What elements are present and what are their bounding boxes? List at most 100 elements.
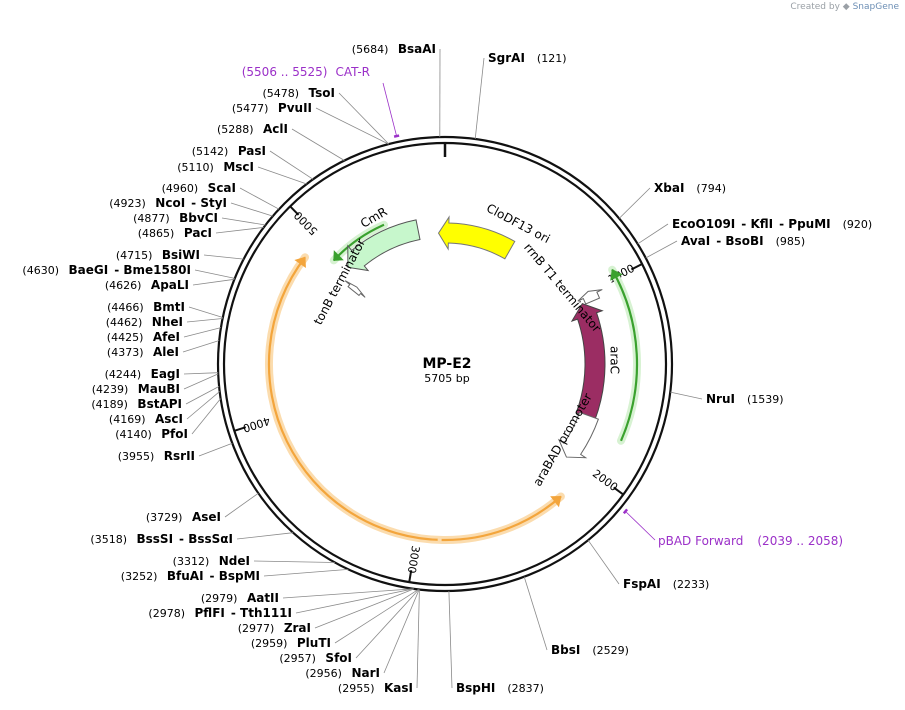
leader-line — [203, 254, 244, 260]
leader-line — [236, 532, 294, 540]
orange-cds-arc-head — [294, 256, 306, 268]
orange-cds-arc-glow — [265, 253, 448, 544]
site-label-ndei[interactable]: (3312) NdeI — [173, 554, 250, 568]
orange-cds-arc[interactable] — [267, 256, 444, 542]
snapgene-credit: Created by ◆ SnapGene — [790, 2, 899, 12]
site-label-pflfi[interactable]: (2978) PflFI- Tth111I — [148, 606, 292, 620]
leader-line — [295, 588, 414, 614]
site-label-rsrii[interactable]: (3955) RsrII — [118, 449, 195, 463]
leader-line — [230, 202, 273, 217]
site-label-apali[interactable]: (4626) ApaLI — [105, 278, 189, 292]
site-label-bstapi[interactable]: (4189) BstAPI — [91, 397, 182, 411]
site-label-xbai[interactable]: XbaI(794) — [654, 181, 726, 195]
tick-mark-1000 — [630, 263, 643, 271]
primer-mark-cat-r — [393, 134, 400, 138]
leader-line — [192, 278, 235, 286]
site-label-scai[interactable]: (4960) ScaI — [162, 181, 236, 195]
leader-line — [587, 539, 620, 585]
site-label-ecoo109i[interactable]: EcoO109I- KflI- PpuMI(920) — [672, 217, 872, 231]
leader-line — [314, 588, 415, 629]
primer-leader — [625, 511, 656, 541]
leader-line — [474, 57, 485, 140]
site-label-bsaai[interactable]: (5684) BsaAI — [352, 42, 436, 56]
site-label-kasi[interactable]: (2955) KasI — [338, 681, 413, 695]
feature-label-arac: araC — [608, 346, 622, 374]
site-label-asei[interactable]: (3729) AseI — [146, 510, 221, 524]
leader-line — [182, 340, 220, 353]
site-label-msci[interactable]: (5110) MscI — [177, 160, 254, 174]
site-label-tsoi[interactable]: (5478) TsoI — [262, 86, 335, 100]
tick-mark-4000 — [234, 426, 247, 432]
site-label-nrui[interactable]: NruI(1539) — [706, 392, 784, 406]
site-label-pfoi[interactable]: (4140) PfoI — [115, 427, 188, 441]
site-label-maubi[interactable]: (4239) MauBI — [92, 382, 180, 396]
site-label-sgrai[interactable]: SgrAI(121) — [488, 51, 567, 65]
site-label-bfuai[interactable]: (3252) BfuAI- BspMI — [121, 569, 260, 583]
leader-line — [221, 217, 266, 226]
green-cds-arc-top-head — [333, 250, 344, 261]
site-label-pasi[interactable]: (5142) PasI — [192, 144, 266, 158]
site-label-acli[interactable]: (5288) AclI — [217, 122, 288, 136]
leader-line — [383, 589, 420, 674]
feature-cmr[interactable] — [347, 219, 421, 272]
leader-line — [253, 560, 336, 563]
leader-line — [355, 589, 420, 659]
leader-line — [645, 240, 678, 259]
site-label-eagi[interactable]: (4244) EagI — [105, 367, 180, 381]
site-label-bmti[interactable]: (4466) BmtI — [107, 300, 185, 314]
site-label-pvuii[interactable]: (5477) PvuII — [232, 101, 312, 115]
leader-line — [194, 269, 235, 279]
site-label-sfoi[interactable]: (2957) SfoI — [279, 651, 352, 665]
credit-prefix: Created by — [790, 2, 840, 12]
leader-line — [186, 318, 223, 323]
leader-line — [448, 590, 453, 689]
site-label-bbsi[interactable]: BbsI(2529) — [551, 643, 629, 657]
site-label-afei[interactable]: (4425) AfeI — [107, 330, 180, 344]
site-label-nari[interactable]: (2956) NarI — [305, 666, 380, 680]
leader-line — [315, 107, 389, 145]
leader-line — [263, 569, 349, 577]
leader-line — [338, 92, 390, 145]
leader-line — [416, 589, 420, 689]
tick-label-4000: 4000 — [241, 414, 272, 435]
feature-clodf13-ori[interactable] — [437, 215, 516, 260]
primer-label-pbad-forward[interactable]: pBAD Forward(2039 .. 2058) — [658, 534, 843, 548]
plasmid-name: MP-E2 — [422, 356, 471, 372]
site-label-paci[interactable]: (4865) PacI — [138, 226, 212, 240]
site-label-avai[interactable]: AvaI- BsoBI(985) — [681, 234, 805, 248]
leader-line — [183, 373, 219, 390]
site-label-alei[interactable]: (4373) AleI — [107, 345, 179, 359]
primer-label-cat-r[interactable]: (5506 .. 5525)CAT-R — [242, 65, 370, 79]
feature-rrnb-t1-terminator[interactable] — [577, 289, 603, 305]
leader-line — [185, 386, 220, 405]
leader-line — [198, 442, 233, 457]
site-label-baegi[interactable]: (4630) BaeGI- Bme1580I — [22, 263, 191, 277]
orange-cds-arc-lower[interactable] — [441, 495, 562, 542]
site-label-asci[interactable]: (4169) AscI — [109, 412, 183, 426]
leader-line — [183, 372, 219, 375]
site-label-bsphi[interactable]: BspHI(2837) — [456, 681, 544, 695]
snapgene-logo-icon: ◆ — [842, 2, 850, 12]
site-label-zrai[interactable]: (2977) ZraI — [238, 621, 311, 635]
leader-line — [183, 327, 221, 338]
tick-label-3000: 3000 — [405, 545, 422, 575]
site-label-bbvci[interactable]: (4877) BbvCI — [133, 211, 218, 225]
leader-line — [637, 223, 669, 245]
site-label-bsssi[interactable]: (3518) BssSI- BssSαI — [90, 532, 233, 546]
feature-tonb-terminator[interactable] — [344, 280, 366, 298]
tick-mark-3000 — [408, 570, 413, 583]
site-leader-lines — [182, 48, 703, 689]
primer-mark-pbad-forward — [622, 508, 629, 515]
green-cds-arc[interactable] — [611, 269, 639, 442]
site-label-nhei[interactable]: (4462) NheI — [106, 315, 183, 329]
feature-arac[interactable] — [570, 302, 606, 421]
site-label-pluti[interactable]: (2959) PluTI — [251, 636, 331, 650]
site-label-aatii[interactable]: (2979) AatII — [201, 591, 279, 605]
site-label-ncoi[interactable]: (4923) NcoI- StyI — [109, 196, 227, 210]
feature-arabad-promoter[interactable] — [557, 411, 600, 459]
site-label-bsiwi[interactable]: (4715) BsiWI — [116, 248, 200, 262]
leader-line — [670, 391, 703, 400]
site-label-fspai[interactable]: FspAI(2233) — [623, 577, 709, 591]
feature-label-rrnb-t1-terminator: rrnB T1 terminator — [521, 240, 604, 335]
leader-line — [224, 492, 259, 518]
